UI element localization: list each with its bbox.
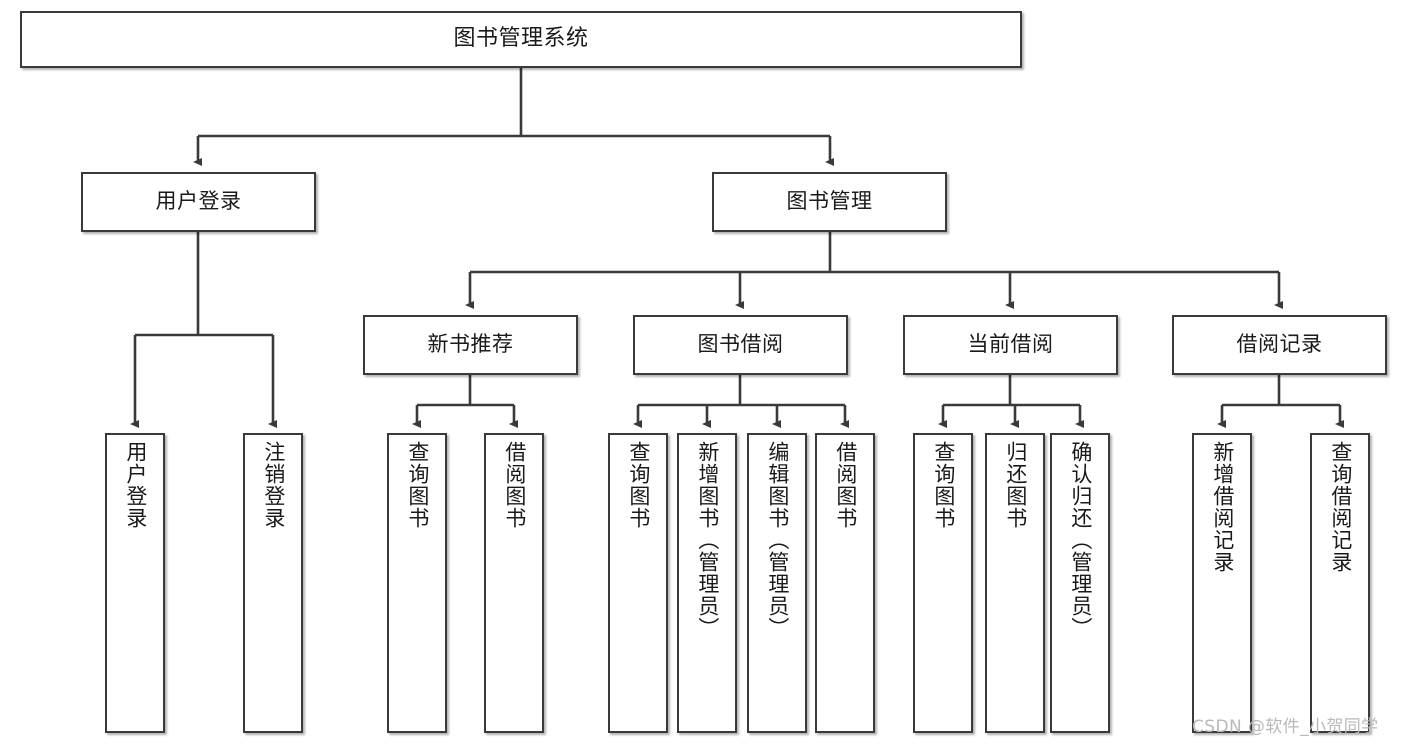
node-new-book-recommend[interactable]: 新书推荐 [363, 315, 578, 375]
node-label: 借阅图书 [502, 441, 527, 529]
leaf-query-book-borrow[interactable]: 查询图书 [608, 433, 668, 733]
leaf-return-book[interactable]: 归还图书 [985, 433, 1045, 733]
leaf-add-borrow-record[interactable]: 新增借阅记录 [1192, 433, 1252, 733]
leaf-add-book-admin[interactable]: 新增图书（管理员） [677, 433, 737, 733]
node-label: 注销登录 [261, 441, 286, 529]
node-label: 查询图书 [626, 441, 651, 529]
leaf-borrow-book-recommend[interactable]: 借阅图书 [484, 433, 544, 733]
node-label: 图书管理 [786, 189, 873, 214]
node-label: 用户登录 [123, 441, 148, 529]
node-label: 确认归还（管理员） [1068, 441, 1093, 639]
leaf-edit-book-admin[interactable]: 编辑图书（管理员） [747, 433, 807, 733]
node-label: 借阅图书 [833, 441, 858, 529]
node-label: 当前借阅 [967, 332, 1054, 357]
leaf-query-borrow-record[interactable]: 查询借阅记录 [1310, 433, 1370, 733]
node-label: 新书推荐 [427, 332, 514, 357]
node-book-management[interactable]: 图书管理 [712, 172, 947, 232]
leaf-query-book-current[interactable]: 查询图书 [913, 433, 973, 733]
node-current-borrow[interactable]: 当前借阅 [903, 315, 1118, 375]
node-book-borrow[interactable]: 图书借阅 [633, 315, 848, 375]
node-label: 新增图书（管理员） [695, 441, 720, 639]
node-label: 查询借阅记录 [1328, 441, 1353, 573]
node-label: 图书管理系统 [453, 26, 589, 52]
node-label: 用户登录 [155, 189, 242, 214]
node-root-book-management-system[interactable]: 图书管理系统 [20, 11, 1022, 68]
node-label: 归还图书 [1003, 441, 1028, 529]
node-user-login[interactable]: 用户登录 [81, 172, 316, 232]
leaf-confirm-return-admin[interactable]: 确认归还（管理员） [1050, 433, 1110, 733]
leaf-user-logout[interactable]: 注销登录 [243, 433, 303, 733]
leaf-query-book-recommend[interactable]: 查询图书 [387, 433, 447, 733]
node-label: 新增借阅记录 [1210, 441, 1235, 573]
leaf-borrow-book[interactable]: 借阅图书 [815, 433, 875, 733]
node-borrow-record[interactable]: 借阅记录 [1172, 315, 1387, 375]
node-label: 查询图书 [931, 441, 956, 529]
node-label: 借阅记录 [1236, 332, 1323, 357]
node-label: 查询图书 [405, 441, 430, 529]
leaf-user-login[interactable]: 用户登录 [105, 433, 165, 733]
csdn-watermark: CSDN @软件_小贺同学 [1192, 717, 1379, 737]
node-label: 图书借阅 [697, 332, 784, 357]
node-label: 编辑图书（管理员） [765, 441, 790, 639]
